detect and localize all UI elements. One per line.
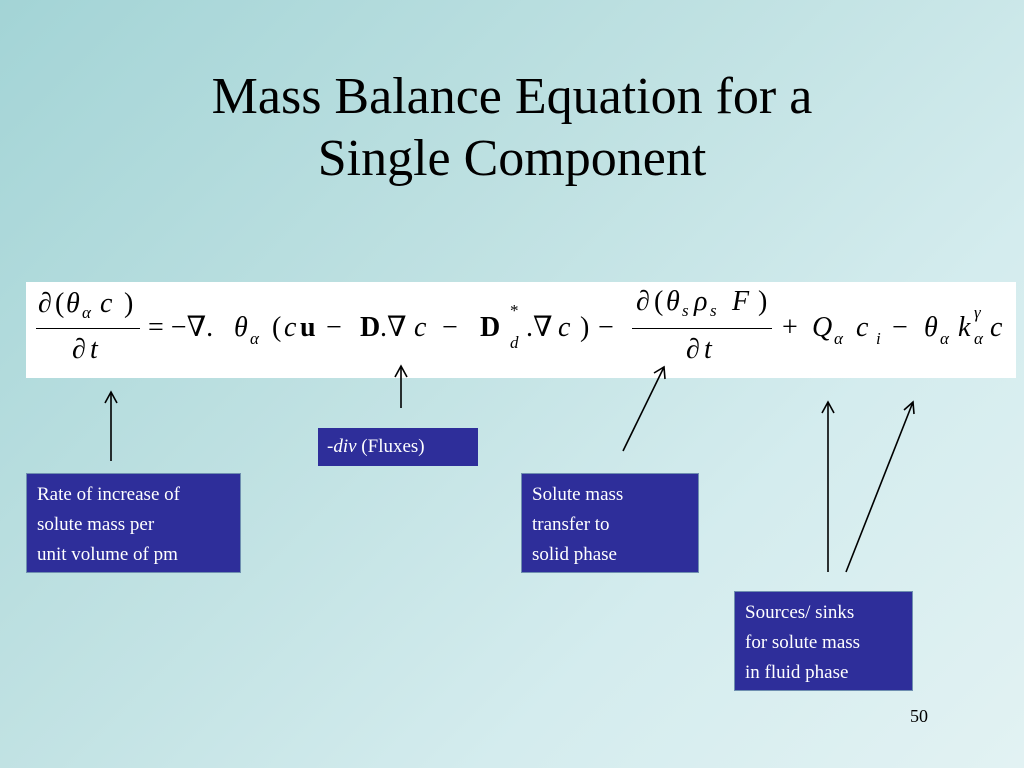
eq-minus-4: − bbox=[892, 312, 908, 343]
eq-t-1: t bbox=[90, 334, 98, 365]
eq-minus-3: − bbox=[598, 312, 614, 343]
eq-minus-2: − bbox=[442, 312, 458, 343]
eq-theta-4: θ bbox=[924, 312, 938, 343]
eq-rho: ρ bbox=[694, 286, 708, 317]
solute-line-3: solid phase bbox=[532, 544, 617, 565]
eq-nabla-dot-1: .∇ bbox=[380, 312, 407, 343]
slide-title: Mass Balance Equation for a Single Compo… bbox=[0, 66, 1024, 190]
eq-open-paren-2: ( bbox=[272, 312, 282, 343]
arrow-div bbox=[394, 364, 408, 408]
eq-c-3: c bbox=[414, 312, 427, 343]
eq-c-1: c bbox=[100, 288, 113, 319]
div-suffix: (Fluxes) bbox=[356, 436, 425, 457]
arrow-solid-phase bbox=[622, 365, 666, 452]
eq-c-5: c bbox=[856, 312, 869, 343]
eq-alpha-4: α bbox=[940, 329, 949, 348]
sources-sinks-callout: Sources/ sinks for solute mass in fluid … bbox=[734, 591, 913, 691]
eq-theta-2: θ bbox=[234, 312, 248, 343]
eq-s-subscript-2: s bbox=[710, 301, 717, 320]
eq-alpha-1: α bbox=[82, 303, 91, 322]
eq-t-2: t bbox=[704, 334, 712, 365]
arrow-source-2 bbox=[845, 400, 915, 573]
arrow-source-1 bbox=[821, 400, 835, 572]
equation-box: ∂ ( θ α c ) ∂ t = −∇. θ α ( c u − D .∇ c… bbox=[26, 282, 1016, 378]
eq-k: k bbox=[958, 312, 971, 343]
arrow-rate bbox=[104, 390, 118, 461]
sources-line-3: in fluid phase bbox=[745, 662, 849, 683]
eq-close-paren-3: ) bbox=[758, 286, 768, 317]
title-line-2: Single Component bbox=[317, 130, 707, 187]
eq-theta-1: θ bbox=[66, 288, 80, 319]
sources-line-1: Sources/ sinks bbox=[745, 602, 855, 623]
fraction-bar-1 bbox=[36, 328, 140, 329]
solute-line-1: Solute mass bbox=[532, 484, 624, 505]
eq-open-paren-1: ( bbox=[55, 288, 65, 319]
eq-partial-2: ∂ bbox=[72, 334, 86, 365]
eq-D-2: D bbox=[480, 312, 501, 343]
rate-line-1: Rate of increase of bbox=[37, 484, 180, 505]
eq-alpha-3: α bbox=[834, 329, 843, 348]
eq-i-subscript: i bbox=[876, 329, 881, 348]
eq-d-subscript: d bbox=[510, 333, 519, 352]
slide-number: 50 bbox=[910, 706, 928, 726]
eq-open-paren-3: ( bbox=[654, 286, 664, 317]
div-prefix: - bbox=[327, 436, 334, 457]
eq-s-subscript-1: s bbox=[682, 301, 689, 320]
eq-alpha-2: α bbox=[250, 329, 259, 348]
eq-close-paren-2: ) bbox=[580, 312, 590, 343]
mass-balance-equation: ∂ ( θ α c ) ∂ t = −∇. θ α ( c u − D .∇ c… bbox=[26, 282, 1016, 378]
eq-D-1: D bbox=[360, 312, 381, 343]
eq-F: F bbox=[732, 286, 750, 317]
eq-close-paren-1: ) bbox=[124, 288, 134, 319]
fraction-bar-2 bbox=[632, 328, 772, 329]
div-italic: div bbox=[333, 436, 357, 457]
eq-partial-1: ∂ bbox=[38, 288, 52, 319]
rate-line-3: unit volume of pm bbox=[37, 544, 178, 565]
rate-line-2: solute mass per bbox=[37, 514, 155, 535]
eq-plus: + bbox=[782, 312, 798, 343]
eq-partial-4: ∂ bbox=[686, 334, 700, 365]
div-fluxes-label: -div (Fluxes) bbox=[318, 428, 478, 466]
eq-partial-3: ∂ bbox=[636, 286, 650, 317]
title-line-1: Mass Balance Equation for a bbox=[211, 68, 813, 125]
eq-minus-1: − bbox=[326, 312, 342, 343]
eq-c-2: c bbox=[284, 312, 297, 343]
eq-u: u bbox=[300, 312, 316, 343]
solute-line-2: transfer to bbox=[532, 514, 610, 535]
eq-Q: Q bbox=[812, 312, 833, 343]
eq-c-6: c bbox=[990, 312, 1003, 343]
eq-gamma-superscript: γ bbox=[974, 303, 981, 322]
eq-star: * bbox=[510, 301, 519, 320]
eq-dot-nabla: .∇ bbox=[526, 312, 553, 343]
eq-c-4: c bbox=[558, 312, 571, 343]
eq-equals-minus-nabla: = −∇. bbox=[148, 312, 214, 343]
rate-of-increase-callout: Rate of increase of solute mass per unit… bbox=[26, 473, 241, 573]
eq-alpha-5: α bbox=[974, 329, 983, 348]
solute-transfer-callout: Solute mass transfer to solid phase bbox=[521, 473, 699, 573]
sources-line-2: for solute mass bbox=[745, 632, 861, 653]
eq-theta-3: θ bbox=[666, 286, 680, 317]
